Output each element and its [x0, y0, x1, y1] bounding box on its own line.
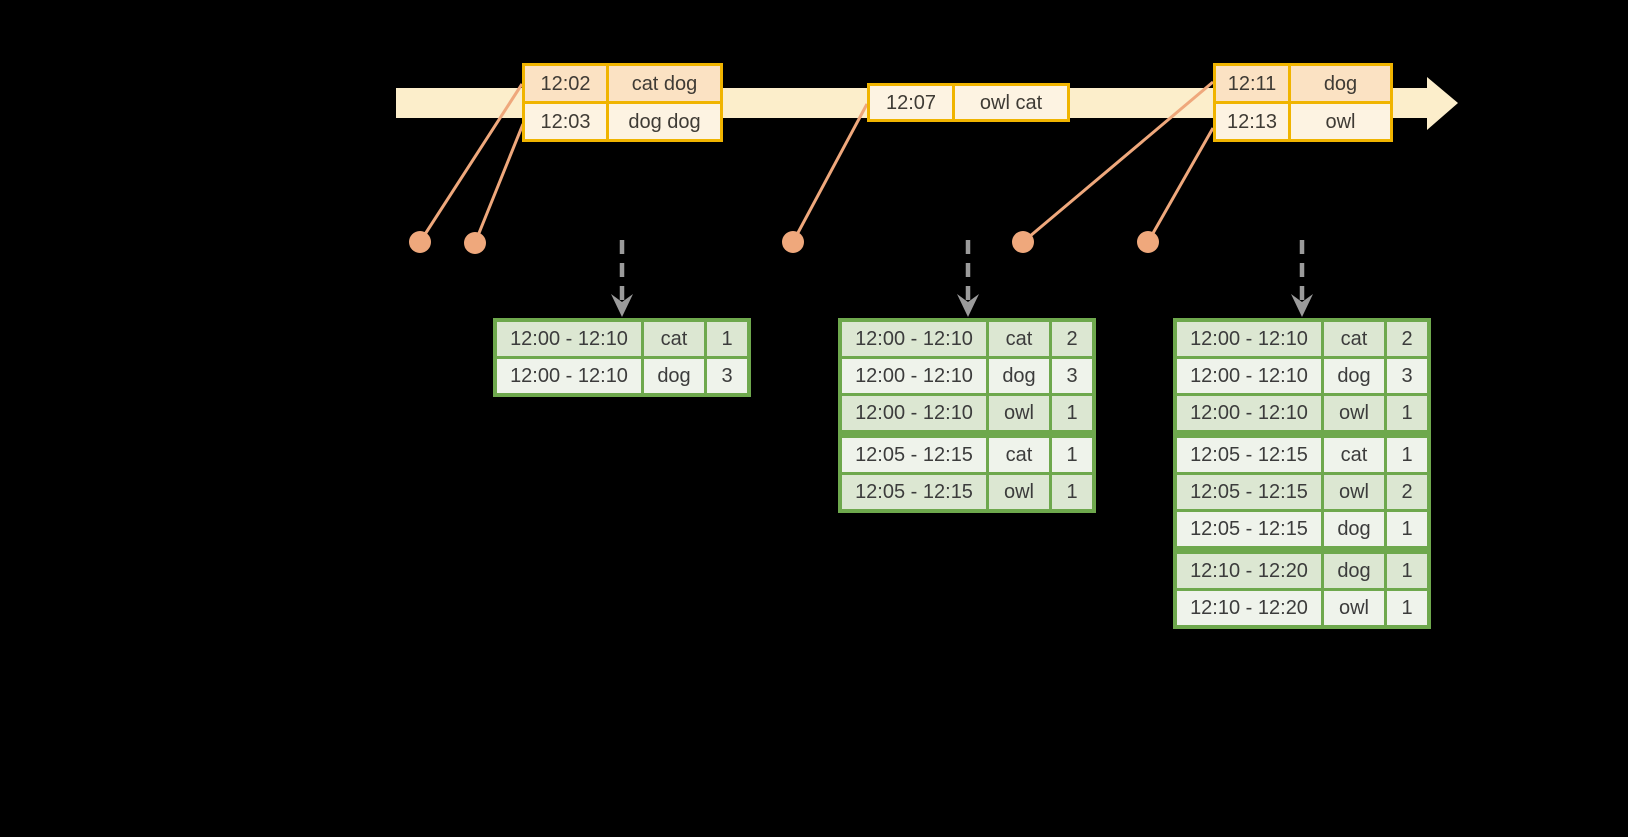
event-dot-1207 — [782, 231, 804, 253]
connector-line-1213 — [1146, 127, 1215, 243]
event-time-cell: 12:13 — [1216, 104, 1288, 139]
result-row: 12:05 - 12:15 dog 1 — [1177, 512, 1427, 546]
event-box-1211-1213: 12:11 dog 12:13 owl — [1213, 63, 1393, 142]
result-row: 12:00 - 12:10 owl 1 — [842, 396, 1092, 430]
result-row: 12:00 - 12:10 owl 1 — [1177, 396, 1427, 430]
count-cell: 1 — [707, 322, 747, 356]
count-cell: 1 — [1052, 475, 1092, 509]
connector-line-1203 — [473, 123, 525, 244]
event-row: 12:07 owl cat — [870, 86, 1067, 119]
word-cell: owl — [989, 475, 1049, 509]
count-cell: 2 — [1052, 322, 1092, 356]
word-cell: dog — [1324, 554, 1384, 588]
window-cell: 12:00 - 12:10 — [1177, 322, 1321, 356]
window-cell: 12:00 - 12:10 — [1177, 396, 1321, 430]
window-cell: 12:10 - 12:20 — [1177, 591, 1321, 625]
event-row: 12:02 cat dog — [525, 66, 720, 101]
word-cell: dog — [1324, 359, 1384, 393]
result-row: 12:05 - 12:15 cat 1 — [1177, 438, 1427, 472]
window-cell: 12:00 - 12:10 — [1177, 359, 1321, 393]
window-cell: 12:05 - 12:15 — [1177, 475, 1321, 509]
event-time-cell: 12:03 — [525, 104, 606, 139]
event-dot-1203 — [464, 232, 486, 254]
trigger-arrowhead-icon-1 — [611, 294, 633, 317]
count-cell: 3 — [707, 359, 747, 393]
result-row: 12:10 - 12:20 dog 1 — [1177, 554, 1427, 588]
word-cell: cat — [989, 322, 1049, 356]
count-cell: 1 — [1052, 438, 1092, 472]
timeline-arrowhead-icon — [1427, 77, 1458, 130]
window-cell: 12:00 - 12:10 — [497, 322, 641, 356]
word-cell: cat — [644, 322, 704, 356]
event-connector-lines — [418, 80, 1215, 244]
word-cell: owl — [1324, 475, 1384, 509]
event-row: 12:11 dog — [1216, 66, 1390, 101]
count-cell: 3 — [1052, 359, 1092, 393]
result-table-3: 12:00 - 12:10 cat 2 12:00 - 12:10 dog 3 … — [1173, 318, 1431, 629]
word-cell: dog — [989, 359, 1049, 393]
result-row: 12:00 - 12:10 dog 3 — [842, 359, 1092, 393]
word-cell: owl — [1324, 591, 1384, 625]
count-cell: 2 — [1387, 475, 1427, 509]
result-row: 12:05 - 12:15 owl 2 — [1177, 475, 1427, 509]
count-cell: 2 — [1387, 322, 1427, 356]
result-row: 12:00 - 12:10 dog 3 — [1177, 359, 1427, 393]
count-cell: 1 — [1387, 554, 1427, 588]
word-cell: cat — [989, 438, 1049, 472]
window-cell: 12:05 - 12:15 — [1177, 438, 1321, 472]
result-row: 12:00 - 12:10 cat 2 — [842, 322, 1092, 356]
word-cell: cat — [1324, 322, 1384, 356]
word-cell: cat — [1324, 438, 1384, 472]
event-time-cell: 12:02 — [525, 66, 606, 101]
word-cell: dog — [644, 359, 704, 393]
count-cell: 1 — [1387, 438, 1427, 472]
trigger-arrowhead-icon-3 — [1291, 294, 1313, 317]
window-cell: 12:05 - 12:15 — [842, 475, 986, 509]
event-words-cell: dog — [1291, 66, 1390, 101]
trigger-arrows — [611, 240, 1313, 317]
event-words-cell: dog dog — [609, 104, 720, 139]
event-box-1207: 12:07 owl cat — [867, 83, 1070, 122]
trigger-arrowhead-icon-2 — [957, 294, 979, 317]
word-cell: owl — [989, 396, 1049, 430]
connector-line-1202 — [418, 83, 524, 243]
event-time-cell: 12:11 — [1216, 66, 1288, 101]
count-cell: 1 — [1387, 591, 1427, 625]
window-cell: 12:05 - 12:15 — [842, 438, 986, 472]
connector-line-1211 — [1022, 80, 1214, 244]
event-words-cell: owl — [1291, 104, 1390, 139]
event-words-cell: cat dog — [609, 66, 720, 101]
result-row: 12:00 - 12:10 cat 1 — [497, 322, 747, 356]
result-row: 12:00 - 12:10 cat 2 — [1177, 322, 1427, 356]
word-cell: owl — [1324, 396, 1384, 430]
event-box-1202-1203: 12:02 cat dog 12:03 dog dog — [522, 63, 723, 142]
window-cell: 12:10 - 12:20 — [1177, 554, 1321, 588]
event-row: 12:03 dog dog — [525, 104, 720, 139]
event-dot-1213 — [1137, 231, 1159, 253]
event-dots — [409, 231, 1159, 254]
event-dot-1211 — [1012, 231, 1034, 253]
connector-line-1207 — [791, 103, 869, 243]
event-time-cell: 12:07 — [870, 86, 952, 119]
count-cell: 1 — [1052, 396, 1092, 430]
result-table-1: 12:00 - 12:10 cat 1 12:00 - 12:10 dog 3 — [493, 318, 751, 397]
word-cell: dog — [1324, 512, 1384, 546]
window-cell: 12:00 - 12:10 — [842, 396, 986, 430]
count-cell: 1 — [1387, 512, 1427, 546]
count-cell: 1 — [1387, 396, 1427, 430]
window-cell: 12:00 - 12:10 — [842, 322, 986, 356]
result-row: 12:05 - 12:15 owl 1 — [842, 475, 1092, 509]
count-cell: 3 — [1387, 359, 1427, 393]
window-cell: 12:00 - 12:10 — [842, 359, 986, 393]
event-words-cell: owl cat — [955, 86, 1067, 119]
result-row: 12:05 - 12:15 cat 1 — [842, 438, 1092, 472]
event-dot-1202 — [409, 231, 431, 253]
window-cell: 12:00 - 12:10 — [497, 359, 641, 393]
result-table-2: 12:00 - 12:10 cat 2 12:00 - 12:10 dog 3 … — [838, 318, 1096, 513]
result-row: 12:10 - 12:20 owl 1 — [1177, 591, 1427, 625]
result-row: 12:00 - 12:10 dog 3 — [497, 359, 747, 393]
event-row: 12:13 owl — [1216, 104, 1390, 139]
window-cell: 12:05 - 12:15 — [1177, 512, 1321, 546]
